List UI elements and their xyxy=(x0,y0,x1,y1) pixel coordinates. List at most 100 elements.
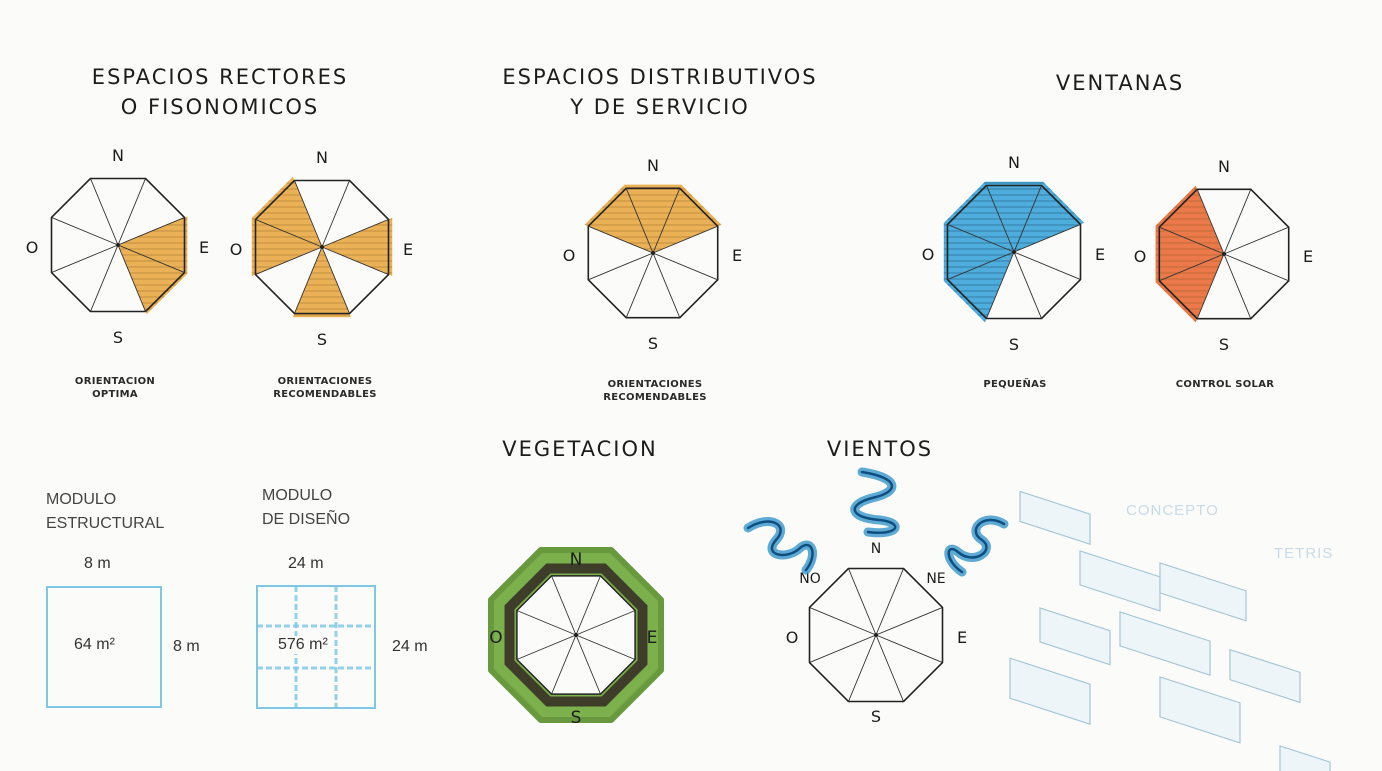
compass-pequenas-center xyxy=(1012,250,1016,254)
compass-vientos-spoke xyxy=(875,568,904,636)
vegetation-spoke xyxy=(575,610,636,636)
caption-recomendables2-line1: ORIENTACIONES xyxy=(607,379,703,390)
compass-control-solar-spoke xyxy=(1223,226,1289,255)
compass-vientos-spoke xyxy=(875,634,943,663)
caption-optima: ORIENTACION OPTIMA xyxy=(50,375,180,401)
compass-recomendables-spoke xyxy=(321,180,350,248)
vegetation-spoke xyxy=(516,634,577,660)
concept-line2: TETRIS xyxy=(1274,545,1334,562)
vientos-label-n: N xyxy=(871,541,881,557)
sector-recomendables-east-hatch xyxy=(322,217,393,277)
title-ventanas: VENTANAS xyxy=(1055,71,1185,95)
title-distributivos: ESPACIOS DISTRIBUTIVOS Y DE SERVICIO xyxy=(470,62,850,122)
modulo-diseno-area: 576 m² xyxy=(276,636,330,654)
compass-control-solar-label-o: O xyxy=(1134,247,1147,266)
compass-distributivos-spoke xyxy=(652,225,718,254)
compass-distributivos-label-s: S xyxy=(648,334,658,353)
compass-pequenas-spoke xyxy=(947,251,1015,280)
vegetation-spoke xyxy=(551,575,577,636)
compass-pequenas-spoke xyxy=(1013,185,1042,253)
modulo-estructural-width: 8 m xyxy=(84,555,111,572)
compass-recomendables-spoke xyxy=(321,219,389,248)
compass-recomendables-label-o: O xyxy=(230,240,243,259)
compass-recomendables-spoke xyxy=(294,246,323,314)
label-modulo-diseno-line1: MODULO xyxy=(262,487,333,504)
compass-vientos-center xyxy=(874,633,878,637)
vegetation-label-o: O xyxy=(489,628,502,648)
vientos-label-s: S xyxy=(871,707,881,726)
compass-optima-spoke xyxy=(90,244,119,312)
modulo-estructural-area: 64 m² xyxy=(74,636,115,653)
title-rectores-line1: ESPACIOS RECTORES xyxy=(91,65,349,89)
sector-distributivos-north-hatch xyxy=(584,184,722,253)
tetris-block-1 xyxy=(1079,550,1161,612)
sector-recomendables-west-hatch xyxy=(251,176,322,277)
tetris-block-6 xyxy=(1159,676,1241,744)
compass-pequenas-spoke xyxy=(986,251,1015,319)
title-rectores-line2: O FISONOMICOS xyxy=(120,95,320,119)
label-modulo-estructural-line2: ESTRUCTURAL xyxy=(46,515,165,532)
title-distributivos-line1: ESPACIOS DISTRIBUTIVOS xyxy=(502,65,818,89)
compass-vientos-spoke xyxy=(875,634,904,702)
sector-recomendables-south-hatch xyxy=(292,247,352,318)
caption-recomendables-2: ORIENTACIONES RECOMENDABLES xyxy=(580,378,730,404)
compass-recomendables-spoke xyxy=(294,180,323,248)
compass-optima-spoke xyxy=(51,244,119,273)
label-modulo-diseno-line2: DE DISEÑO xyxy=(262,511,351,528)
compass-distributivos-spoke xyxy=(588,225,654,254)
compass-recomendables-spoke xyxy=(255,246,323,275)
compass-optima-label-o: O xyxy=(26,238,39,257)
caption-recomendables2-line2: RECOMENDABLES xyxy=(603,392,707,403)
vientos-label-ne: NE xyxy=(926,571,945,587)
compass-vientos-spoke xyxy=(848,568,877,636)
vegetation-spoke xyxy=(551,634,577,695)
vegetation-label-e: E xyxy=(647,628,658,648)
compass-distributivos-spoke xyxy=(588,252,654,281)
wind-north xyxy=(853,470,897,534)
compass-vientos-spoke xyxy=(875,607,943,636)
compass-vientos-spoke xyxy=(809,607,877,636)
compass-pequenas-label-e: E xyxy=(1095,245,1105,264)
modulo-estructural-square xyxy=(46,586,162,708)
caption-control-solar: CONTROL SOLAR xyxy=(1175,379,1275,390)
compass-pequenas-label-s: S xyxy=(1009,335,1019,354)
compass-optima-spoke xyxy=(117,217,185,246)
compass-pequenas-spoke xyxy=(947,224,1015,253)
compass-control-solar-center xyxy=(1222,252,1226,256)
vegetation-dark-ring xyxy=(504,563,648,707)
compass-optima-spoke xyxy=(90,178,119,246)
compass-optima-label-n: N xyxy=(112,146,124,165)
compass-distributivos-outline xyxy=(587,187,719,319)
modulo-diseno-height: 24 m xyxy=(392,638,428,655)
vegetation-spoke xyxy=(575,575,601,636)
compass-control-solar-spoke xyxy=(1223,253,1252,319)
compass-pequenas-spoke xyxy=(1013,251,1042,319)
concept-line1: CONCEPTO xyxy=(1126,502,1219,519)
compass-pequenas-label-o: O xyxy=(922,245,935,264)
vientos-label-no: NO xyxy=(799,571,821,587)
caption-recomendables-line1: ORIENTACIONES xyxy=(277,376,373,387)
label-modulo-diseno: MODULO DE DISEÑO xyxy=(262,484,350,532)
compass-pequenas-spoke xyxy=(1013,251,1081,280)
tetris-block-7 xyxy=(1009,657,1091,725)
tetris-block-3 xyxy=(1119,611,1211,676)
title-distributivos-line2: Y DE SERVICIO xyxy=(570,95,750,119)
tetris-block-4 xyxy=(1039,607,1111,666)
compass-pequenas-outline xyxy=(946,184,1082,320)
compass-optima-spoke xyxy=(117,244,146,312)
wind-northeast xyxy=(947,518,1006,574)
compass-recomendables-label-s: S xyxy=(317,330,327,349)
compass-optima-spoke xyxy=(117,244,185,273)
compass-vientos-spoke xyxy=(848,634,877,702)
compass-recomendables-outline xyxy=(254,179,390,315)
tetris-block-2 xyxy=(1159,562,1247,622)
tetris-block-8 xyxy=(1279,745,1331,771)
compass-distributivos-spoke xyxy=(652,252,681,318)
vientos-label-e: E xyxy=(957,628,967,647)
vegetation-spoke xyxy=(516,610,577,636)
title-vegetacion: VEGETACION xyxy=(502,437,658,461)
compass-vientos-spoke xyxy=(809,634,877,663)
compass-recomendables-spoke xyxy=(255,219,323,248)
compass-recomendables-center xyxy=(320,245,324,249)
